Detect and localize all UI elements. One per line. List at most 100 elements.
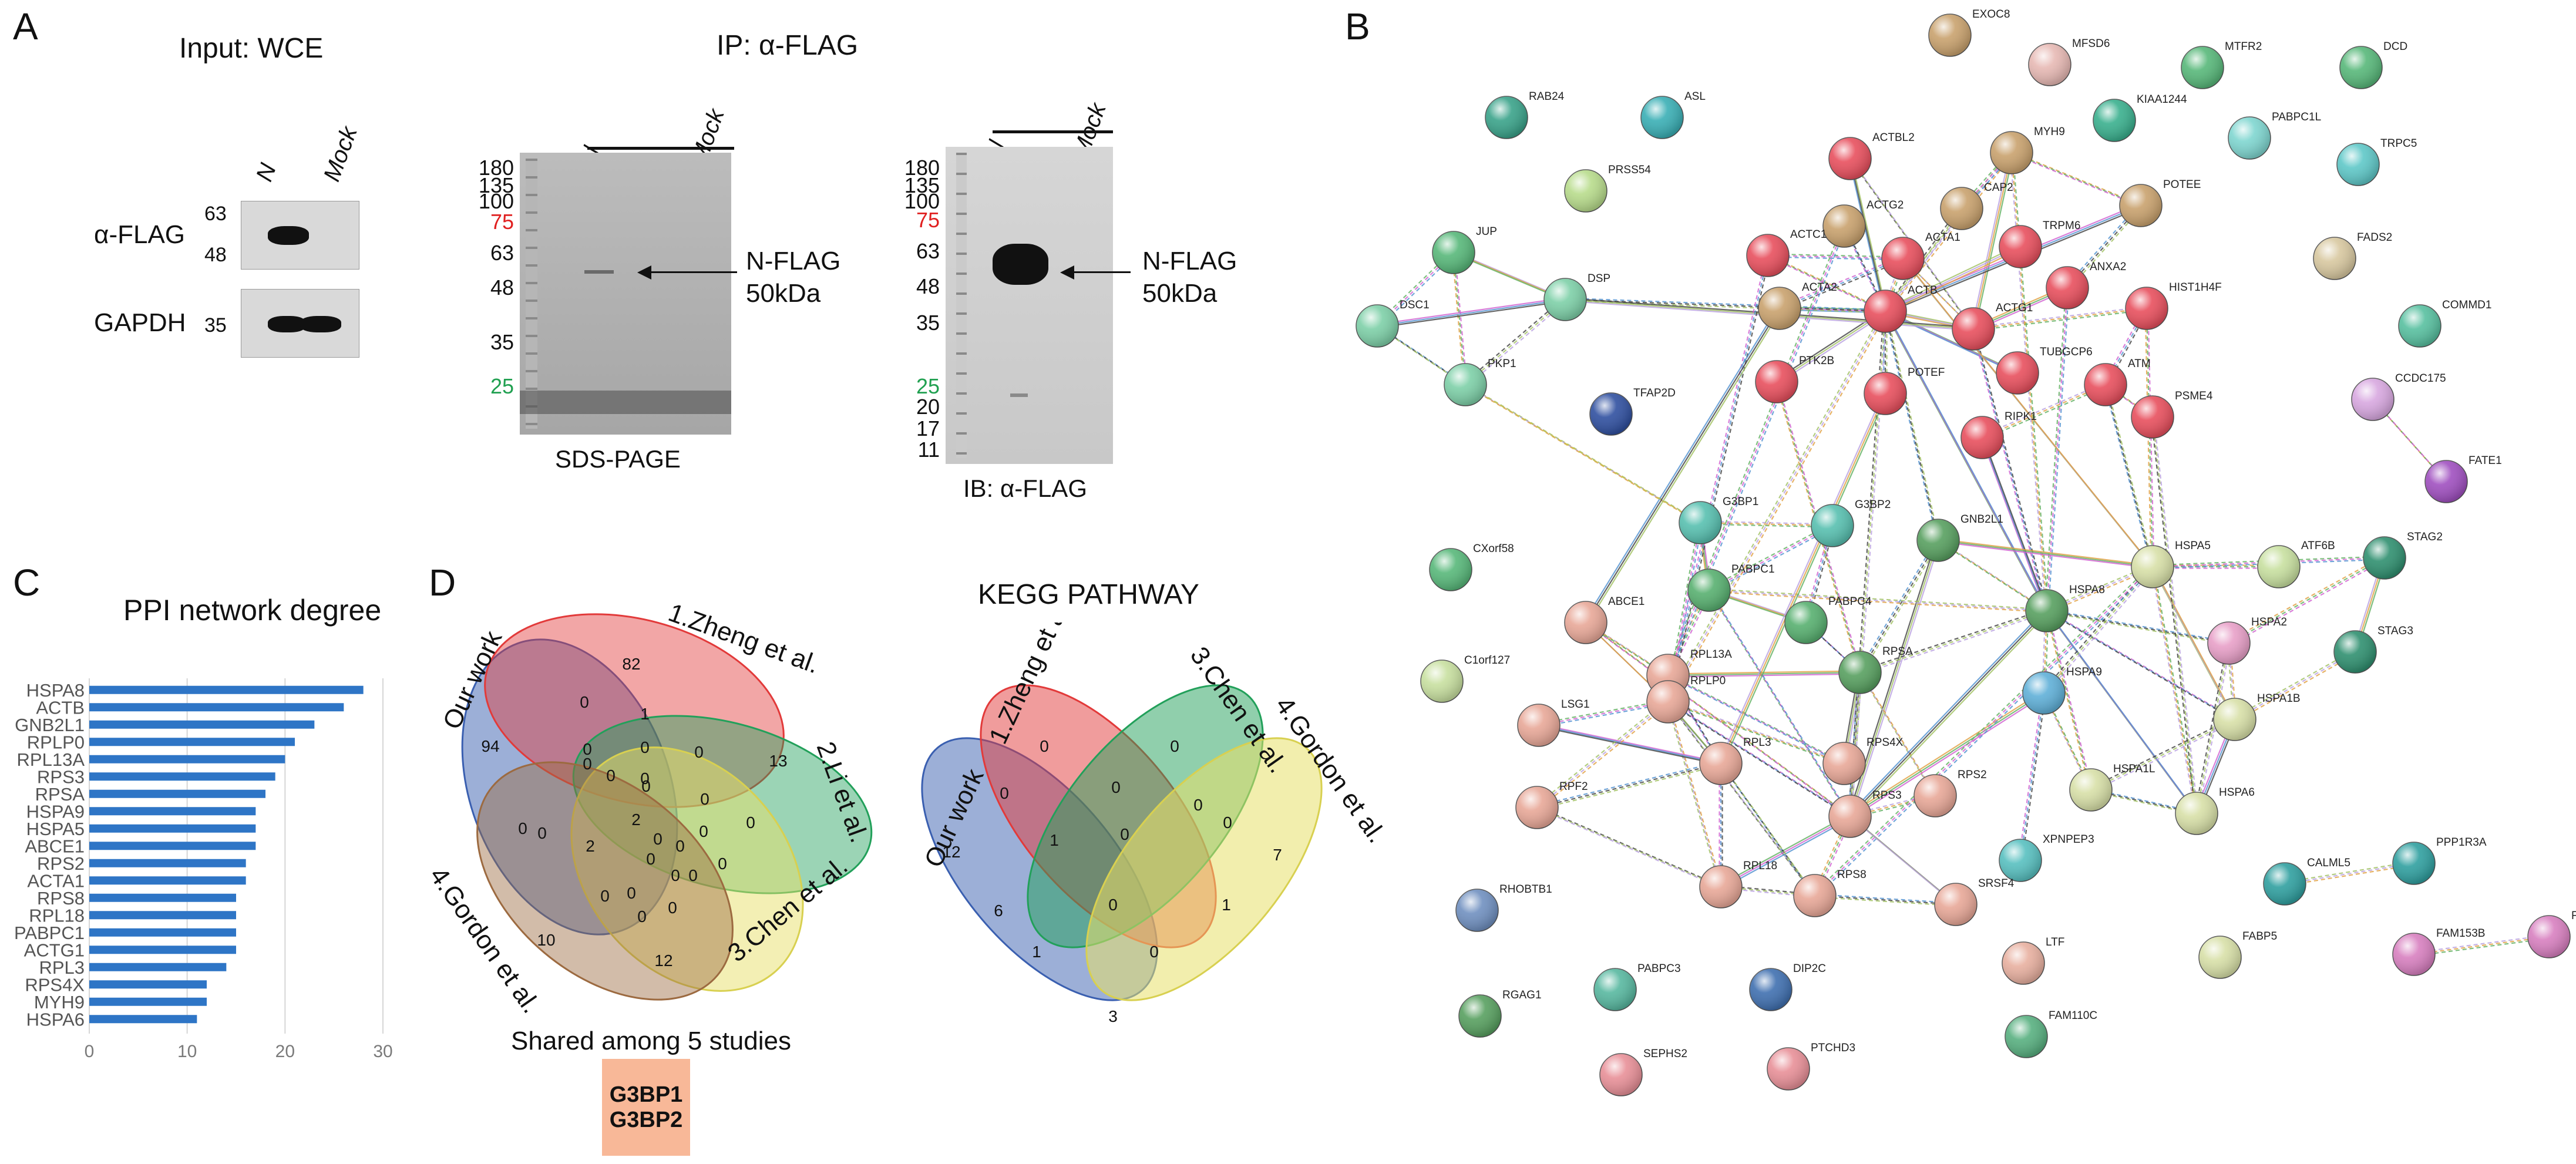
- node-label: G3BP1: [1723, 496, 1758, 508]
- ib-lane-bar: [993, 130, 1113, 133]
- network-edge: [1974, 154, 2014, 331]
- network-edge: [1885, 311, 2018, 374]
- network-edge: [1983, 385, 2107, 440]
- ib-ladder-mark: 75: [916, 208, 940, 232]
- bar: [89, 859, 246, 867]
- network-node: STAG2: [2363, 531, 2443, 580]
- venn5-count: 10: [537, 931, 555, 949]
- node-label: TRPC5: [2380, 137, 2417, 150]
- ib-ladder-mark: 135: [904, 173, 940, 197]
- ib-band-nflag: [993, 244, 1048, 285]
- network-edge: [2197, 644, 2231, 815]
- network-node: RPLP0: [1646, 675, 1726, 724]
- network-node: RPL18: [1699, 860, 1777, 909]
- node-shine: [2363, 537, 2406, 579]
- ib-caption: IB: α-FLAG: [963, 475, 1087, 502]
- node-label: G3BP2: [1855, 499, 1891, 511]
- network-edge: [1667, 671, 1861, 677]
- sds-arrow: [643, 271, 737, 273]
- node-label: MFSD6: [2072, 38, 2110, 50]
- network-edge: [1586, 623, 1852, 819]
- chart-title: PPI network degree: [123, 594, 382, 627]
- node-shine: [2352, 378, 2394, 420]
- network-node: LSG1: [1517, 698, 1590, 747]
- category-label: RPLP0: [27, 732, 85, 752]
- network-node: RHOBTB1: [1455, 883, 1552, 932]
- network-edge: [2044, 609, 2090, 789]
- network-edge: [1720, 393, 1886, 764]
- input-lane-n: N: [251, 160, 281, 185]
- venn4-count: 1: [1032, 943, 1041, 961]
- category-label: RPS2: [37, 853, 85, 874]
- network-edge: [2092, 720, 2237, 792]
- network-node: MTFR2: [2181, 41, 2262, 89]
- venn5-count: 2: [631, 810, 641, 829]
- network-edge: [1767, 254, 1904, 260]
- network-edge: [2011, 152, 2141, 207]
- network-node: STAG3: [2333, 625, 2413, 674]
- venn4-count: 1: [1050, 831, 1059, 849]
- network-edge: [1980, 436, 2046, 610]
- node-label: STAG3: [2377, 625, 2413, 637]
- node-label: POTEE: [2163, 179, 2201, 191]
- node-shine: [2340, 46, 2382, 89]
- network-edge: [1972, 152, 2013, 329]
- network-edge: [1972, 328, 2048, 611]
- network-node: RPS3: [1828, 789, 1902, 838]
- network-edge: [1583, 306, 1779, 622]
- network-edge: [1585, 308, 1780, 623]
- venn4-count: 0: [1223, 813, 1232, 832]
- node-shine: [1421, 660, 1463, 702]
- network-edge: [2153, 418, 2199, 815]
- network-node: ACTA2: [1758, 281, 1837, 330]
- network-node: PABPC1: [1687, 563, 1775, 612]
- bar: [89, 893, 236, 902]
- network-node: FATE1: [2424, 455, 2502, 503]
- network-edge: [1666, 670, 1859, 675]
- node-shine: [1590, 393, 1632, 435]
- bar: [89, 772, 275, 781]
- network-node: HSPA9: [2022, 666, 2102, 715]
- network-edge: [1700, 522, 1833, 527]
- sds-ladder-mark: 180: [478, 156, 514, 180]
- network-node: ACTC1: [1746, 228, 1827, 277]
- network-node: CAP2: [1940, 181, 2013, 230]
- venn5-count: 0: [641, 777, 651, 795]
- venn5-count: 0: [580, 693, 589, 711]
- network-edge: [1778, 256, 1902, 308]
- category-label: RPL18: [29, 905, 85, 926]
- network-edge: [1535, 761, 1720, 807]
- node-label: HSPA9: [2066, 666, 2102, 678]
- network-node: RPS4X: [1822, 736, 1904, 785]
- panel-letter-b: B: [1345, 5, 1370, 48]
- node-shine: [2120, 184, 2162, 227]
- category-label: HSPA5: [26, 819, 85, 839]
- network-edge: [1583, 620, 1849, 816]
- node-label: ACTG1: [1996, 302, 2033, 314]
- bar: [89, 911, 236, 920]
- node-shine: [1839, 651, 1881, 694]
- node-shine: [1914, 775, 1956, 817]
- bar: [89, 997, 207, 1006]
- node-label: XPNPEP3: [2043, 833, 2094, 846]
- network-node: RGAG1: [1458, 989, 1542, 1038]
- network-edge: [1709, 589, 2047, 612]
- network-edge: [1939, 541, 2154, 569]
- venn5-count: 94: [481, 737, 499, 755]
- network-edge: [1938, 539, 2153, 568]
- network-edge: [1859, 610, 2047, 674]
- network-node: GNB2L1: [1916, 513, 2003, 562]
- node-label: JUP: [1476, 226, 1497, 238]
- node-shine: [2228, 117, 2271, 159]
- venn4-count: 1: [1222, 896, 1231, 914]
- network-edge: [1463, 297, 1565, 384]
- network-edge: [2009, 151, 2046, 610]
- network-edge: [1767, 255, 1886, 312]
- network-edge: [1983, 439, 2049, 613]
- node-label: TRPM6: [2043, 220, 2080, 232]
- network-node: RPS8: [1793, 869, 1867, 917]
- node-shine: [2258, 546, 2300, 588]
- venn5-count: 0: [537, 824, 547, 842]
